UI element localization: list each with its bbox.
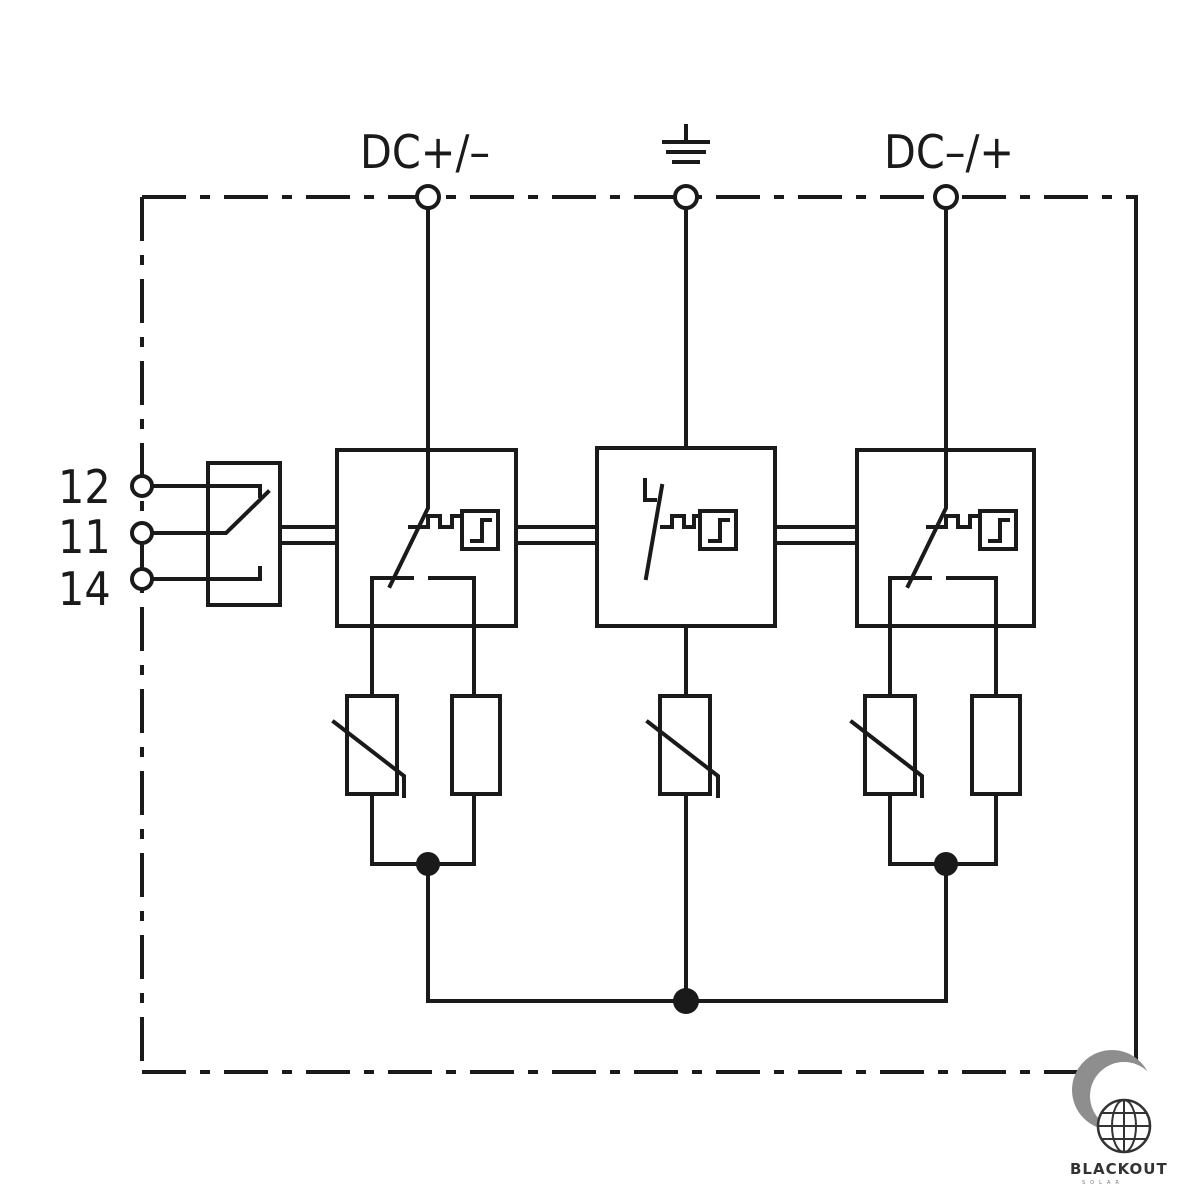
remote-signal-contact (152, 461, 282, 607)
enclosure-boundary (140, 195, 1138, 1074)
logo-name: BLACKOUT (1070, 1160, 1168, 1178)
junction-left (416, 852, 440, 876)
contact-label-11: 11 (58, 510, 111, 564)
disconnector-module-center (595, 446, 777, 698)
varistor-center (645, 694, 720, 798)
terminal-ground (673, 184, 699, 210)
varistor-left (331, 694, 406, 798)
contact-label-14: 14 (58, 562, 111, 616)
globe-icon (1072, 1050, 1158, 1154)
fuse-left (450, 694, 502, 796)
logo-tagline: SOLAR (1082, 1180, 1124, 1186)
varistor-right (849, 694, 924, 798)
contact-label-12: 12 (58, 460, 111, 514)
terminal-dc-plus-minus (415, 184, 441, 210)
disconnector-module-right (855, 448, 1036, 698)
terminal-dc-minus-plus (933, 184, 959, 210)
terminal-label-dc-minus-plus: DC–/+ (884, 125, 1014, 179)
disconnector-module-left (335, 448, 518, 698)
brand-logo: BLACKOUT SOLAR (1070, 1050, 1168, 1186)
terminal-label-dc-plus-minus: DC+/– (360, 125, 490, 179)
ground-wiring (370, 792, 998, 1003)
junction-bottom (673, 988, 699, 1014)
terminal-14 (130, 567, 154, 591)
fuse-right (970, 694, 1022, 796)
terminal-12 (130, 474, 154, 498)
ground-icon (662, 124, 710, 164)
mechanical-link (278, 525, 859, 545)
junction-right (934, 852, 958, 876)
terminal-11 (130, 521, 154, 545)
